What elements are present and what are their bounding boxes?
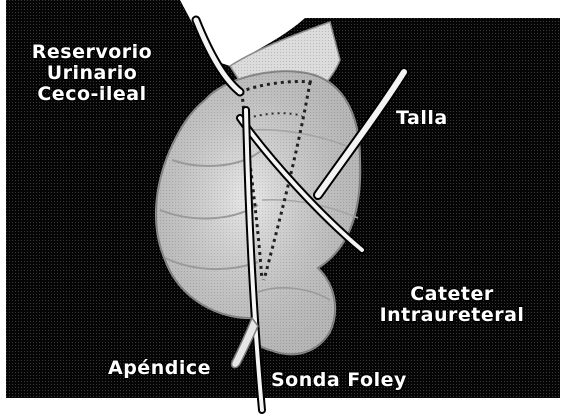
label-reservoir-line3: Ceco-ileal	[12, 84, 172, 105]
frame-bottom	[0, 398, 567, 416]
frame-right	[560, 0, 567, 416]
label-talla: Talla	[396, 108, 448, 129]
label-catheter-line1: Cateter	[342, 284, 562, 305]
frame-left	[0, 0, 6, 416]
label-reservoir: Reservorio Urinario Ceco-ileal	[12, 42, 172, 105]
label-appendix: Apéndice	[108, 358, 211, 379]
label-reservoir-line2: Urinario	[12, 63, 172, 84]
label-reservoir-line1: Reservorio	[12, 42, 172, 63]
label-foley: Sonda Foley	[271, 370, 407, 391]
label-catheter-line2: Intraureteral	[342, 305, 562, 326]
label-catheter: Cateter Intraureteral	[342, 284, 562, 326]
